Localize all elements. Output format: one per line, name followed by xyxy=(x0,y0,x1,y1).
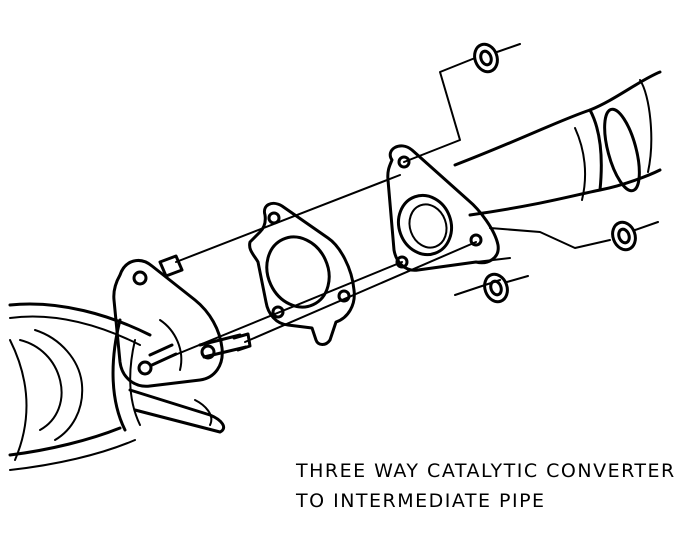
intermediate-pipe-flange xyxy=(386,144,500,272)
converter-flange xyxy=(112,259,224,388)
caption-line-1: THREE WAY CATALYTIC CONVERTER xyxy=(296,460,676,482)
flange-studs xyxy=(148,254,252,367)
nut-right xyxy=(611,220,659,252)
diagram-caption: THREE WAY CATALYTIC CONVERTER TO INTERME… xyxy=(296,456,676,516)
caption-line-2: TO INTERMEDIATE PIPE xyxy=(296,490,546,512)
nut-bottom xyxy=(483,272,529,304)
nut-top xyxy=(473,42,521,74)
catalytic-converter xyxy=(8,302,226,471)
flange-nuts xyxy=(473,42,659,304)
intermediate-pipe xyxy=(453,70,662,217)
exhaust-gasket xyxy=(248,201,356,346)
alignment-lines xyxy=(169,57,611,358)
